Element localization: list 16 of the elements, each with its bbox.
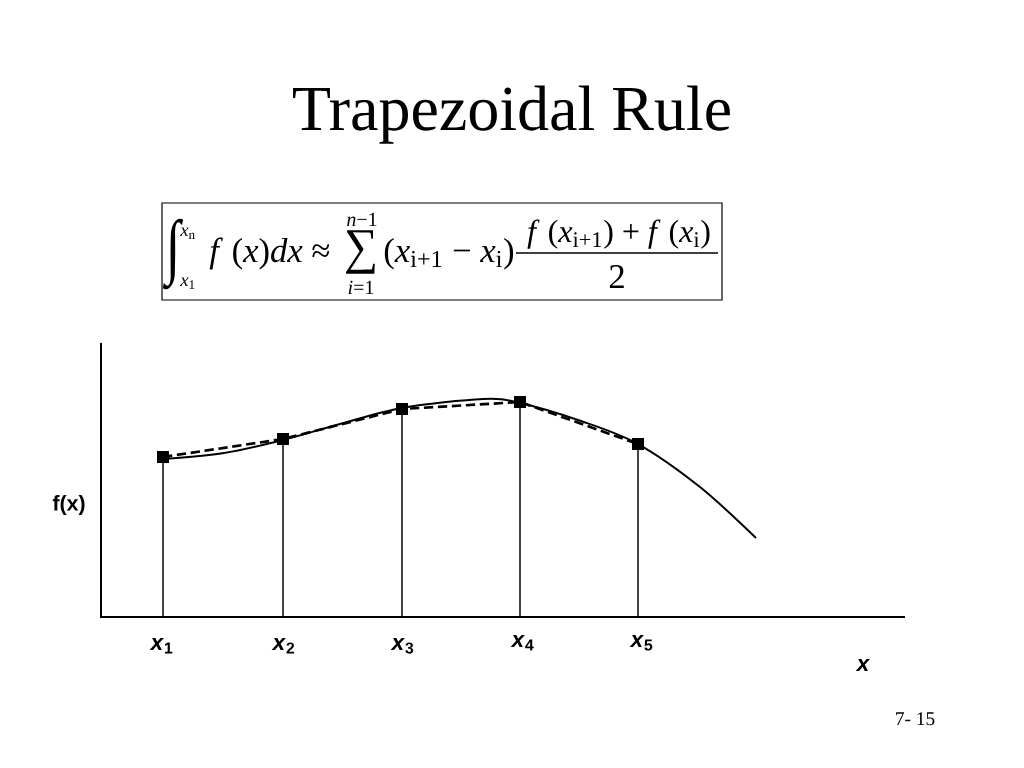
lower-limit: i=1 — [348, 280, 374, 294]
interval-width: (x$_{i+1}$ − x$_{i}$) — [384, 237, 514, 270]
upper-limit: n−1 — [347, 212, 377, 226]
denominator: 2 — [609, 265, 624, 288]
tick-label: x$_{5}$ — [629, 635, 653, 651]
axis-label: x — [855, 659, 871, 671]
tick-label: x$_{4}$ — [510, 635, 534, 651]
numerator: f (x$_{i+1}$) + f (x$_{i}$) — [527, 219, 710, 249]
tick-label: x$_{3}$ — [390, 638, 414, 654]
page-number: 7- 15 — [896, 712, 935, 726]
title: Trapezoidal Rule — [293, 85, 730, 144]
axis-label: f(x) — [52, 495, 85, 515]
sum-sign: ∑ — [346, 230, 375, 274]
integrand: f (x)dx ≈ — [209, 237, 330, 270]
tick-label: x$_{2}$ — [271, 638, 295, 654]
tick-label: x$_{1}$ — [149, 638, 173, 654]
